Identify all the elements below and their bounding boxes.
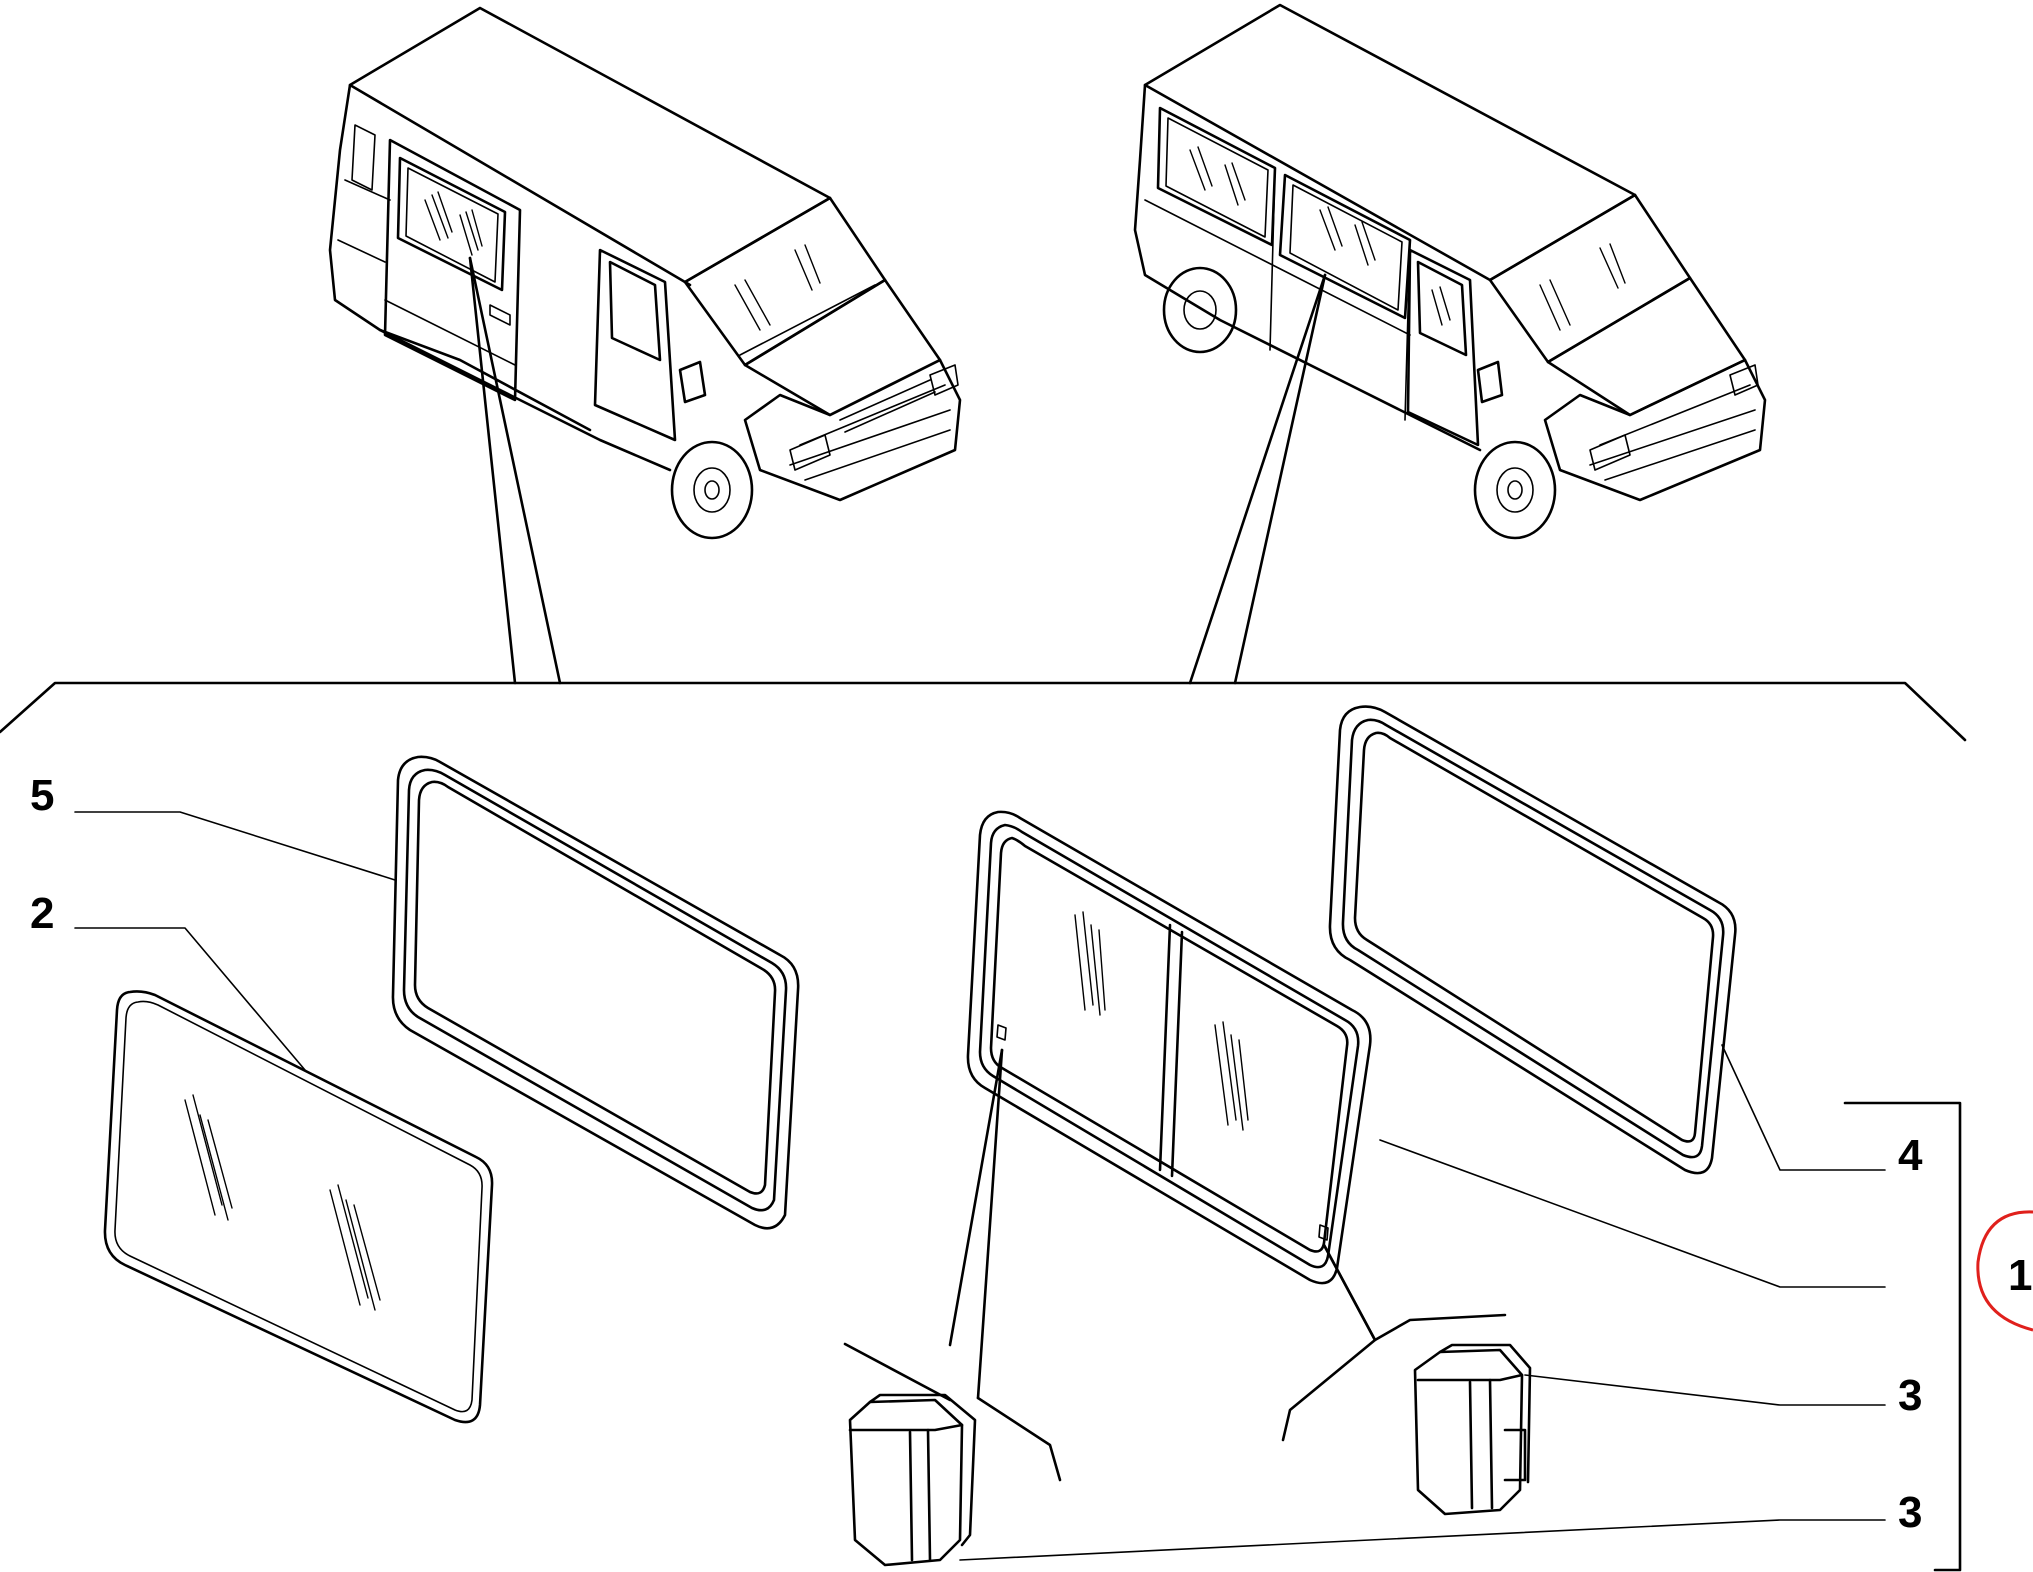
part-3-clip-left (848, 1393, 977, 1567)
van-left-illustration (328, 6, 962, 540)
callout-leader-lines (74, 811, 1962, 1572)
callout-3-upper: 3 (1898, 1371, 1922, 1420)
callout-5: 5 (30, 771, 54, 820)
detail-pointer-lines (0, 256, 1967, 742)
callout-4: 4 (1898, 1131, 1923, 1180)
part-1-sliding-window-assembly (966, 810, 1372, 1285)
part-3-clip-right (1413, 1343, 1532, 1516)
van-right-illustration (1133, 3, 1767, 540)
clip-pointer-lines (843, 1048, 1507, 1482)
callout-3-lower: 3 (1898, 1488, 1922, 1537)
part-5-window-seal (391, 755, 800, 1230)
highlight-circle-mark (1976, 1210, 2033, 1332)
callout-2: 2 (30, 889, 54, 938)
part-4-window-seal (1328, 705, 1737, 1175)
part-2-window-glass (103, 990, 494, 1424)
callout-1: 1 (2008, 1251, 2032, 1300)
